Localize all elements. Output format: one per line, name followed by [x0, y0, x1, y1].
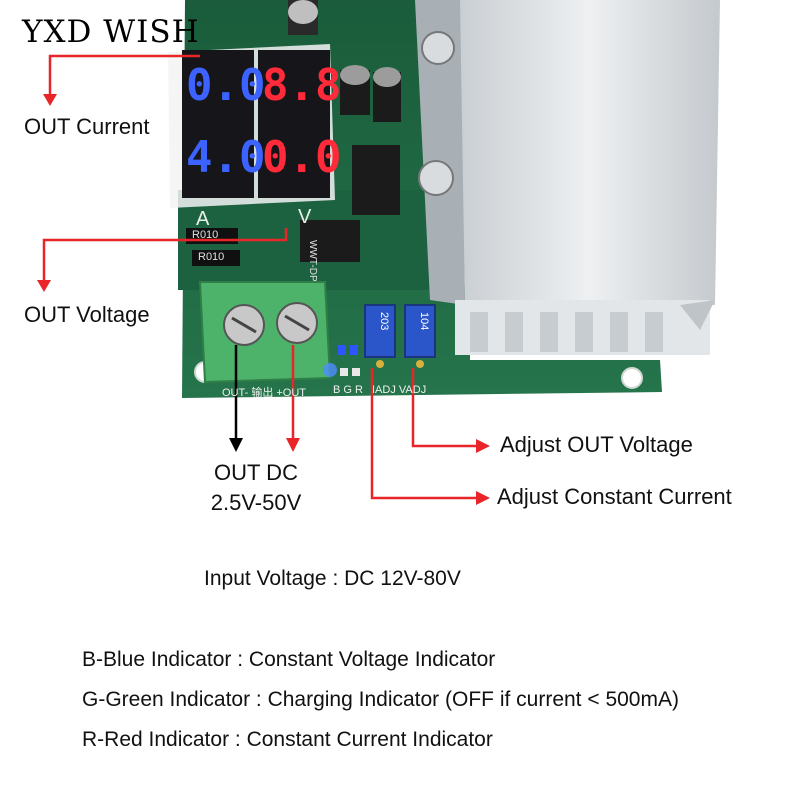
status-leds: [323, 345, 360, 377]
display-current-bottom: 4.0: [186, 132, 266, 183]
unit-voltage-label: V: [298, 206, 312, 228]
label-adjust-voltage: Adjust OUT Voltage: [500, 432, 693, 457]
arrow-adjust-voltage: [411, 368, 478, 448]
arrow-out-dc-plus-head: [286, 438, 300, 452]
resistor-2-marking: R010: [198, 251, 225, 263]
label-out-dc-line1: OUT DC: [214, 460, 298, 485]
display-voltage-bottom: 0.0: [262, 132, 342, 183]
pot-2-marking: 104: [418, 312, 430, 331]
arrow-out-voltage: [42, 228, 288, 282]
spec-blue-indicator: B-Blue Indicator : Constant Voltage Indi…: [82, 648, 496, 671]
brand-logo: YXD WISH: [22, 14, 200, 50]
indicator-silkscreen: B G R: [333, 384, 363, 396]
ic-chips: [300, 145, 400, 262]
label-out-current: OUT Current: [24, 114, 150, 139]
led-display-module: [168, 44, 335, 208]
capacitors: [288, 0, 401, 122]
unit-current-label: A: [196, 208, 210, 230]
terminal-block: [198, 281, 332, 384]
spec-green-indicator: G-Green Indicator : Charging Indicator (…: [82, 688, 679, 711]
label-out-voltage: OUT Voltage: [24, 302, 150, 327]
heatsink: [415, 0, 720, 355]
arrow-out-voltage-head: [37, 280, 51, 292]
mount-hole-right: [621, 367, 643, 389]
arrow-adjust-voltage-head: [476, 439, 490, 453]
spec-red-indicator: R-Red Indicator : Constant Current Indic…: [82, 728, 493, 751]
screw-mid: [418, 160, 454, 196]
arrow-out-current-head: [43, 94, 57, 106]
potentiometers: [364, 304, 436, 368]
chip-marking: WWT-DP: [307, 240, 318, 282]
arrow-out-dc-minus-head: [229, 438, 243, 452]
resistor-1-marking: R010: [192, 229, 219, 241]
terminal-silkscreen: OUT- 输出 +OUT: [222, 387, 307, 399]
label-out-dc: OUT DC 2.5V-50V: [196, 458, 316, 518]
arrow-out-current: [48, 54, 200, 96]
spec-input-voltage: Input Voltage : DC 12V-80V: [204, 567, 461, 590]
adj-silkscreen: IADJ VADJ: [372, 384, 427, 396]
arrow-adjust-current-head: [476, 491, 490, 505]
label-adjust-current: Adjust Constant Current: [497, 484, 732, 509]
label-out-dc-line2: 2.5V-50V: [210, 490, 302, 515]
display-current-top: 0.0: [186, 60, 266, 111]
pot-1-marking: 203: [378, 312, 390, 331]
display-voltage-top: 8.8: [262, 60, 342, 111]
arrow-adjust-current: [370, 368, 478, 500]
screw-top: [421, 31, 455, 65]
